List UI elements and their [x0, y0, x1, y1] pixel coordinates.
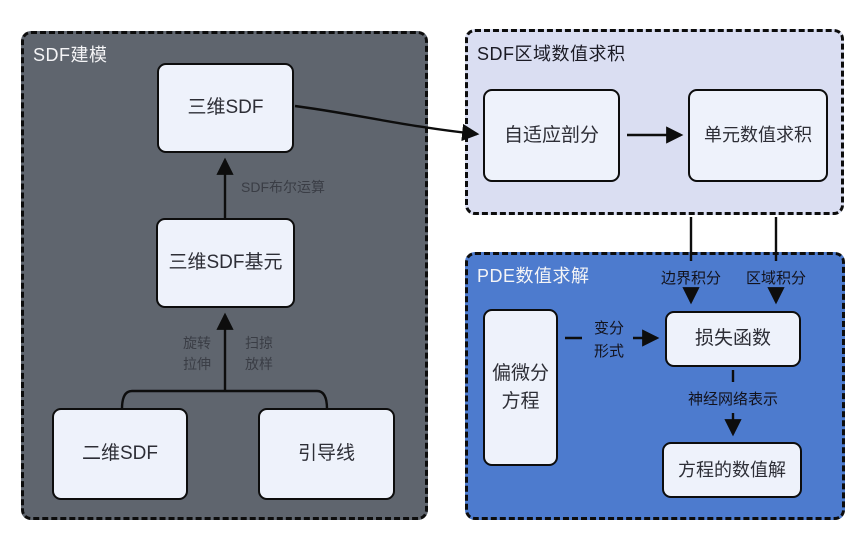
- node-pde-equation[interactable]: 偏微分 方程: [483, 309, 558, 466]
- panel-title-sdf-quadrature: SDF区域数值求积: [477, 44, 626, 64]
- node-numerical-solution[interactable]: 方程的数值解: [662, 442, 802, 498]
- edge-label-domain-integral: 区域积分: [745, 270, 806, 287]
- edge-label-variational-form: 变分 形式: [593, 320, 624, 360]
- panel-title-sdf-modeling: SDF建模: [33, 45, 108, 65]
- arrow-sdf3d-to-adaptive: [294, 104, 480, 142]
- edge-label-rotate-extrude: 旋转 拉伸: [183, 335, 211, 372]
- edge-label-nn-representation: 神经网络表示: [687, 391, 778, 408]
- node-guide-line[interactable]: 引导线: [258, 408, 395, 500]
- node-sdf2d[interactable]: 二维SDF: [52, 408, 188, 500]
- edge-label-sweep-loft: 扫掠 放样: [245, 335, 273, 372]
- bracket-2dsdf-guideline: [120, 389, 329, 410]
- node-sdf3d-primitive[interactable]: 三维SDF基元: [156, 218, 295, 308]
- edge-label-boolean-op: SDF布尔运算: [241, 179, 325, 195]
- panel-title-pde-solving: PDE数值求解: [477, 266, 590, 286]
- node-adaptive-subdivision[interactable]: 自适应剖分: [483, 89, 620, 182]
- node-cell-quadrature[interactable]: 单元数值求积: [688, 89, 828, 182]
- edge-label-boundary-integral: 边界积分: [660, 270, 721, 287]
- node-loss-function[interactable]: 损失函数: [665, 311, 801, 367]
- node-sdf3d[interactable]: 三维SDF: [157, 63, 294, 153]
